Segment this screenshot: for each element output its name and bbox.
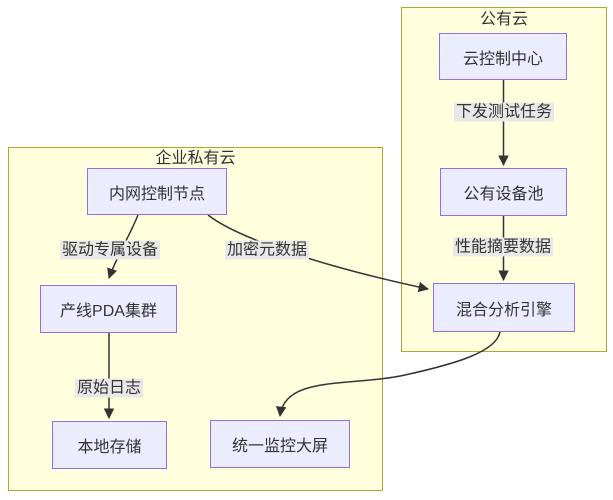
node-hybrid-analysis-engine: 混合分析引擎 (433, 283, 575, 332)
edge-label-encrypted-metadata: 加密元数据 (224, 240, 310, 260)
node-monitor-dashboard: 统一监控大屏 (210, 420, 350, 468)
edge-label-dispatch-test-tasks: 下发测试任务 (453, 102, 555, 122)
node-local-storage-label: 本地存储 (77, 439, 142, 456)
edge-engine-to-dashboard (275, 331, 501, 418)
node-intranet-control-node-label: 内网控制节点 (108, 185, 205, 203)
cluster-private-cloud-title: 企业私有云 (155, 150, 236, 167)
node-monitor-dashboard-label: 统一监控大屏 (231, 438, 328, 455)
edge-label-performance-summary-data: 性能摘要数据 (452, 237, 554, 257)
node-local-storage: 本地存储 (52, 421, 167, 469)
node-pda-cluster: 产线PDA集群 (40, 285, 177, 333)
edge-label-drive-dedicated-devices: 驱动专属设备 (59, 240, 161, 260)
node-hybrid-analysis-engine-label: 混合分析引擎 (455, 301, 552, 319)
node-public-device-pool: 公有设备池 (440, 168, 567, 216)
node-public-device-pool-label: 公有设备池 (463, 186, 544, 203)
node-intranet-control-node: 内网控制节点 (87, 168, 227, 215)
cluster-public-cloud-title: 公有云 (479, 11, 528, 28)
edge-label-raw-logs: 原始日志 (74, 378, 144, 398)
node-cloud-control-center: 云控制中心 (439, 33, 567, 80)
node-pda-cluster-label: 产线PDA集群 (60, 303, 157, 320)
node-cloud-control-center-label: 云控制中心 (462, 50, 543, 68)
